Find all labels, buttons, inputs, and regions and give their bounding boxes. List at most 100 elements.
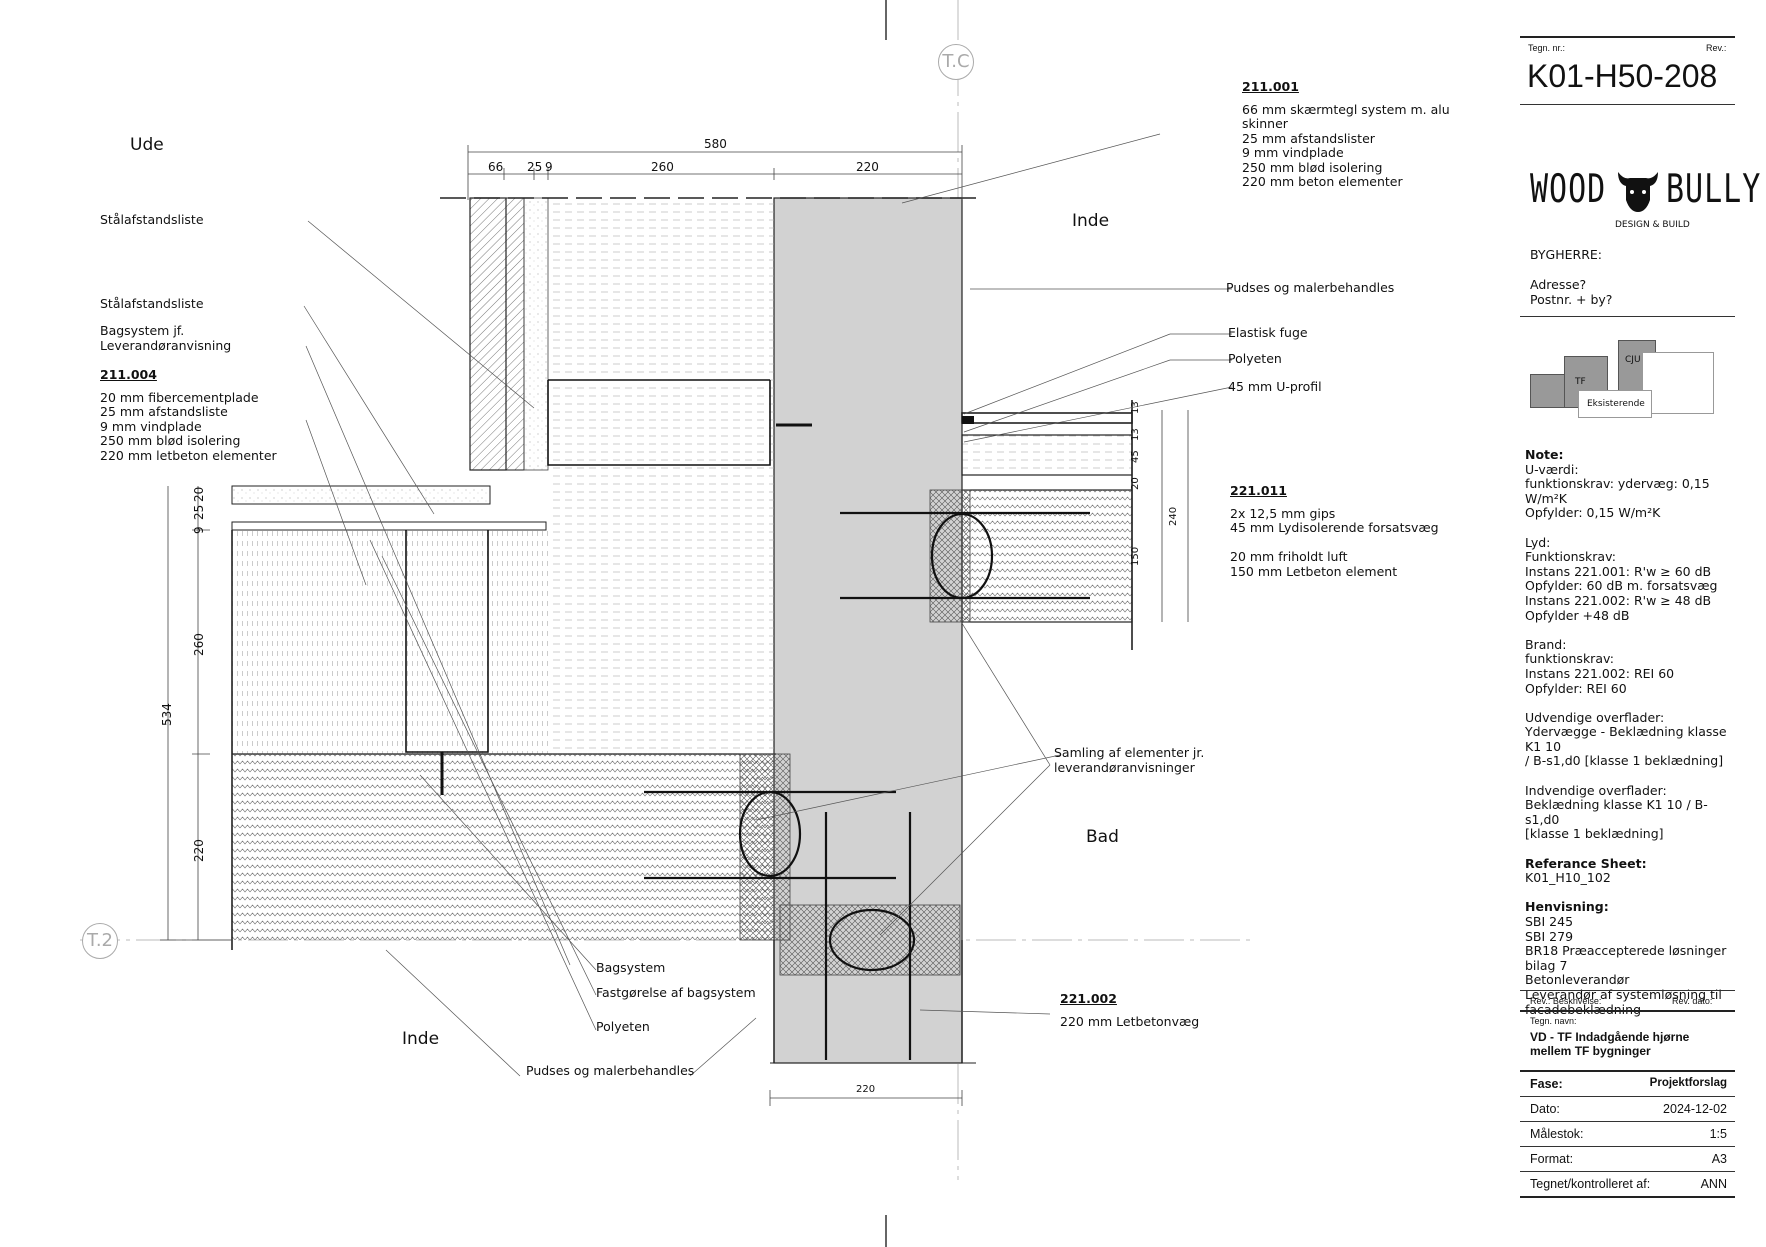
note-title: Referance Sheet: (1525, 855, 1647, 871)
spec-ref: 221.011 (1230, 483, 1287, 498)
note-line: Opfylder: 60 dB m. forsatsvæg (1525, 578, 1718, 594)
dim-25: 25 (527, 160, 543, 174)
room-label-bad: Bad (1086, 827, 1119, 847)
spec-line: 9 mm vindplade (1242, 145, 1344, 160)
rebar-loops (644, 511, 1090, 1060)
keyplan-cju: CJU (1625, 355, 1641, 365)
dim-right-240: 240 (1168, 506, 1179, 526)
dim-right-13b: 13 (1130, 428, 1141, 441)
label-steel-spacer-1: Stålafstandsliste (100, 212, 204, 227)
dim-right-45: 45 (1130, 450, 1141, 463)
client-address: Adresse? (1530, 277, 1587, 292)
drawing-title: VD - TF Indadgående hjørne mellem TF byg… (1530, 1030, 1689, 1058)
note-line: U-værdi: (1525, 461, 1579, 477)
note-line: Opfylder: REI 60 (1525, 680, 1627, 696)
spec-line: 2x 12,5 mm gips (1230, 505, 1336, 521)
label-line: Bagsystem jf. (100, 323, 185, 338)
label-polyethylene-bottom: Polyeten (596, 1019, 650, 1034)
spec-221002: 221.002 220 mm Letbetonvæg (1060, 991, 1199, 1029)
room-label-inde-bottom: Inde (402, 1029, 440, 1049)
grid-marker-t2: T.2 (82, 923, 118, 959)
note-line: Instans 221.001: R'w ≥ 60 dB (1525, 563, 1712, 579)
label-elastic-joint: Elastisk fuge (1228, 325, 1308, 340)
spec-ref: 211.004 (100, 367, 157, 382)
info-value-scale: 1:5 (1709, 1127, 1727, 1141)
title-block: Tegn. nr.: Rev.: K01-H50-208 WOOD BULLY … (1520, 36, 1760, 1216)
info-label-format: Format: (1530, 1152, 1574, 1166)
dimension-lines (160, 145, 1189, 1106)
joint-221002 (779, 904, 961, 976)
note-line: Opfylder +48 dB (1525, 607, 1630, 623)
info-label-scale: Målestok: (1530, 1127, 1584, 1141)
company-logo: WOOD BULLY DESIGN & BUILD (1530, 166, 1760, 236)
dim-right-13a: 13 (1130, 401, 1141, 414)
note-title: Henvisning: (1525, 899, 1609, 915)
dim-left-20: 20 (192, 486, 206, 502)
note-line: funktionskrav: (1525, 651, 1614, 667)
note-line: Funktionskrav: (1525, 549, 1617, 565)
insulation-left (232, 530, 548, 754)
info-value-format: A3 (1711, 1152, 1727, 1166)
info-value-date: 2024-12-02 (1663, 1102, 1727, 1116)
logo-text-right: BULLY (1666, 166, 1762, 213)
grid-marker-tc: T.C (938, 44, 974, 80)
client-label: BYGHERRE: (1530, 247, 1602, 262)
spec-ref: 211.001 (1242, 79, 1299, 94)
label-plaster-bottom: Pudses og malerbehandles (526, 1063, 695, 1078)
info-label-date: Dato: (1530, 1102, 1560, 1116)
dim-left-220: 220 (192, 839, 206, 862)
spec-211001: 211.001 66 mm skærmtegl system m. alu sk… (1242, 79, 1450, 190)
spec-line: 66 mm skærmtegl system m. alu (1242, 101, 1450, 117)
note-line: Instans 221.002: R'w ≥ 48 dB (1525, 592, 1712, 608)
label-element-joint: Samling af elementer jr. leverandøranvis… (1054, 745, 1205, 775)
key-plan: TF CJU Eksisterende (1526, 336, 1726, 436)
note-line: funktionskrav: ydervæg: 0,15 W/m²K (1525, 476, 1710, 506)
spec-221011: 221.011 2x 12,5 mm gips 45 mm Lydisolere… (1230, 483, 1439, 579)
dim-left-534: 534 (160, 703, 174, 726)
spec-line: 250 mm blød isolering (100, 433, 241, 448)
spec-line: skinner (1242, 116, 1288, 131)
revision-label: Rev.: (1706, 43, 1727, 53)
note-line: Betonleverandør (1525, 972, 1630, 988)
spec-line: 20 mm fibercementplade (100, 389, 259, 405)
spec-line: 250 mm blød isolering (1242, 159, 1383, 175)
u-profiles (405, 379, 812, 795)
note-line: / B-s1,d0 [klasse 1 beklædning] (1525, 753, 1724, 769)
logo-text-left: WOOD (1530, 166, 1607, 213)
room-label-ude: Ude (130, 135, 164, 155)
note-line: Indvendige overflader: (1525, 782, 1667, 798)
spec-ref: 221.002 (1060, 991, 1117, 1006)
dim-left-9: 9 (192, 526, 206, 534)
dim-total-580: 580 (704, 137, 727, 151)
spec-line: 220 mm letbeton elementer (100, 447, 277, 463)
client-postal: Postnr. + by? (1530, 292, 1613, 307)
spec-line: 150 mm Letbeton element (1230, 563, 1398, 579)
label-polyethylene-top: Polyeten (1228, 351, 1282, 366)
lightweight-concrete-211004 (232, 754, 774, 940)
note-line: SBI 279 (1525, 928, 1574, 944)
keyplan-existing: Eksisterende (1587, 399, 1645, 409)
label-back-system: Bagsystem (596, 960, 666, 975)
dim-left-260: 260 (192, 633, 206, 656)
notes: Note: U-værdi: funktionskrav: ydervæg: 0… (1525, 447, 1737, 1017)
label-plaster-top: Pudses og malerbehandles (1226, 280, 1395, 295)
drawing-title-label: Tegn. navn: (1530, 1016, 1577, 1026)
label-line: Leverandøranvisning (100, 337, 232, 353)
revision-description-label: Rev.: Beskrivelse: (1530, 996, 1602, 1006)
keyplan-tf: TF (1575, 377, 1586, 387)
note-title: Note: (1525, 447, 1564, 462)
dim-220: 220 (856, 160, 879, 174)
dim-bottom-220: 220 (856, 1084, 876, 1095)
revision-date-label: Rev. dato: (1672, 996, 1713, 1006)
info-value-phase: Projektforslag (1649, 1077, 1727, 1089)
note-line: Udvendige overflader: (1525, 709, 1665, 725)
drawing-number-label: Tegn. nr.: (1528, 43, 1566, 53)
label-line: Samling af elementer jr. (1054, 745, 1205, 760)
note-line: facadebeklædning (1525, 1001, 1642, 1017)
logo-tagline: DESIGN & BUILD (1615, 220, 1690, 230)
lightweight-element-221011 (961, 489, 1133, 623)
spec-line: 25 mm afstandsliste (100, 404, 228, 419)
info-value-drawn-by: ANN (1700, 1177, 1727, 1191)
label-back-system-fixing: Fastgørelse af bagsystem (596, 985, 756, 1000)
